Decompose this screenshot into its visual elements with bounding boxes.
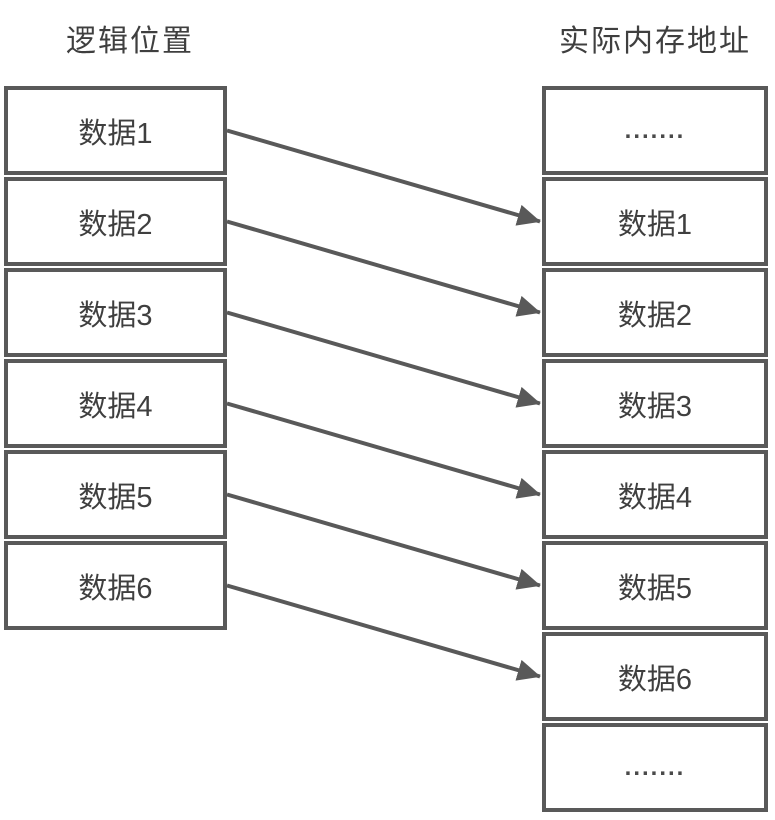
mapping-arrow-1	[226, 219, 541, 317]
logical-cell-2: 数据3	[4, 268, 227, 357]
logical-cell-5: 数据6	[4, 541, 227, 630]
memory-cell-7: .......	[542, 723, 768, 812]
mapping-arrow-5	[226, 583, 541, 681]
memory-cell-4: 数据4	[542, 450, 768, 539]
mapping-arrow-0	[226, 128, 541, 226]
memory-cell-1: 数据1	[542, 177, 768, 266]
logical-cell-3: 数据4	[4, 359, 227, 448]
logical-cell-0: 数据1	[4, 86, 227, 175]
logical-cell-1: 数据2	[4, 177, 227, 266]
mapping-arrow-3	[226, 401, 541, 499]
memory-cell-3: 数据3	[542, 359, 768, 448]
memory-cell-0: .......	[542, 86, 768, 175]
left-column-title: 逻辑位置	[66, 25, 194, 58]
mapping-arrow-4	[226, 492, 541, 590]
memory-cell-2: 数据2	[542, 268, 768, 357]
mapping-arrow-2	[226, 310, 541, 408]
memory-cell-6: 数据6	[542, 632, 768, 721]
memory-cell-5: 数据5	[542, 541, 768, 630]
logical-cell-4: 数据5	[4, 450, 227, 539]
right-column-title: 实际内存地址	[559, 25, 751, 58]
